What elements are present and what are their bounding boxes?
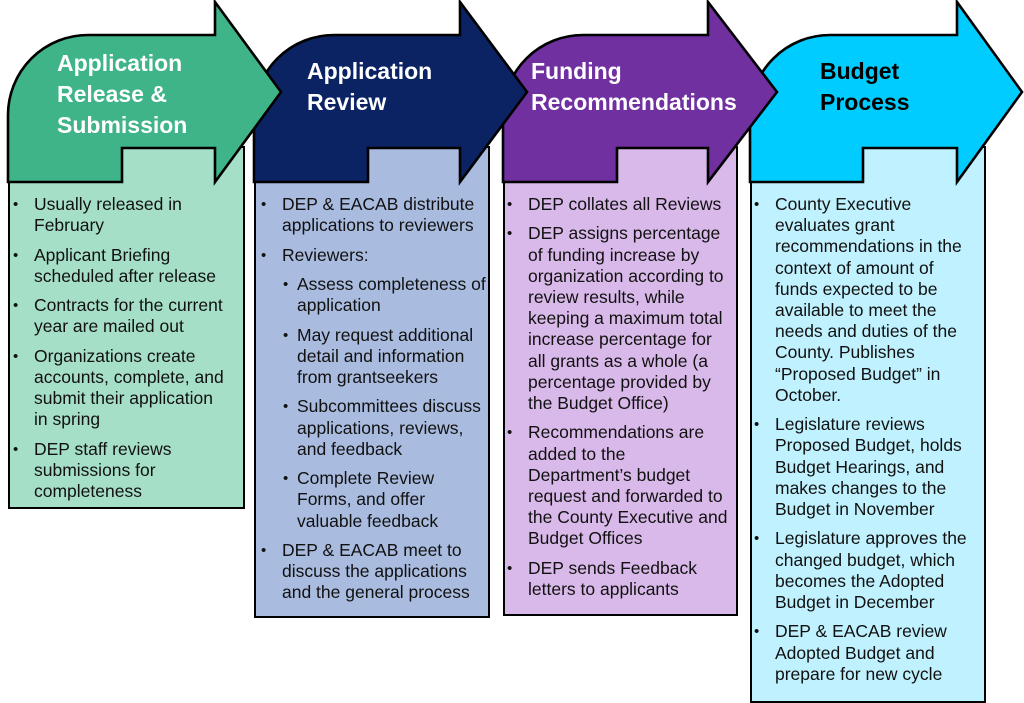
bullet-icon: •: [13, 347, 19, 365]
sub-list-item: • Assess completeness of application: [283, 273, 488, 316]
list-item: • DEP sends Feedback letters to applicant…: [507, 557, 730, 600]
bullet-icon: •: [754, 416, 760, 434]
list-item-text: May request additional detail and inform…: [297, 324, 474, 387]
list-item-text: Subcommittees discuss applications, revi…: [297, 396, 481, 459]
list-item-text: DEP & EACAB review Adopted Budget and pr…: [775, 621, 947, 684]
list-item: • Organizations create accounts, complete…: [13, 345, 228, 431]
list-item-text: DEP & EACAB meet to discuss the applicat…: [282, 539, 470, 603]
list-item-text: Applicant Briefing scheduled after relea…: [34, 244, 216, 286]
stage-bullet-list: • County Executive evaluates grant recomm…: [754, 194, 975, 693]
bullet-icon: •: [13, 196, 19, 213]
bullet-icon: •: [507, 559, 513, 577]
stage-title: Funding Recommendations: [531, 58, 737, 115]
stage-details-box: [254, 146, 490, 618]
list-item-text: DEP staff reviews submissions for comple…: [34, 438, 172, 502]
list-item: • Legislature approves the changed budget…: [754, 528, 975, 613]
bullet-icon: •: [507, 196, 513, 213]
list-item-text: DEP & EACAB distribute applications to r…: [282, 194, 475, 236]
bullet-icon: •: [283, 398, 289, 416]
stage-title: Budget Process: [820, 58, 910, 115]
bullet-icon: •: [754, 530, 760, 548]
list-item: • Reviewers: • Assess completeness of appli…: [261, 244, 486, 532]
bullet-icon: •: [283, 275, 289, 293]
bullet-icon: •: [507, 424, 513, 442]
bullet-icon: •: [754, 623, 760, 641]
bullet-icon: •: [283, 326, 289, 344]
list-item: • Recommendations are added to the Depart…: [507, 422, 730, 549]
list-item: • DEP & EACAB meet to discuss the applica…: [261, 539, 482, 604]
list-item: • Legislature reviews Proposed Budget, ho…: [754, 414, 975, 520]
bullet-icon: •: [261, 541, 267, 559]
sub-list-item: • May request additional detail and infor…: [283, 324, 488, 389]
list-item-text: DEP sends Feedback letters to applicants: [528, 557, 697, 600]
list-item: • DEP staff reviews submissions for compl…: [13, 438, 228, 503]
stage-details-box: [750, 146, 986, 703]
bullet-icon: •: [261, 196, 267, 213]
stage-details-box: [8, 146, 245, 509]
bullet-icon: •: [261, 246, 267, 264]
stage-title: Application Release & Submission: [57, 50, 188, 138]
bullet-icon: •: [754, 196, 760, 213]
bullet-icon: •: [13, 440, 19, 458]
list-item-text: DEP collates all Reviews: [528, 194, 722, 214]
list-item-text: Usually released in February: [34, 194, 182, 236]
list-item-text: Organizations create accounts, complete,…: [34, 345, 224, 430]
bullet-icon: •: [13, 246, 19, 264]
stage-bullet-list: • DEP & EACAB distribute applications to …: [261, 194, 486, 612]
list-item-text: Assess completeness of application: [297, 273, 486, 316]
list-item-text: Recommendations are added to the Departm…: [528, 422, 728, 549]
list-item-text: Contracts for the current year are maile…: [34, 295, 223, 337]
stage-bullet-list: • DEP collates all Reviews • DEP assigns pe…: [507, 194, 730, 608]
list-item-text: Legislature reviews Proposed Budget, hol…: [775, 414, 962, 520]
sub-list-item: • Subcommittees discuss applications, rev…: [283, 396, 488, 460]
list-item: • Applicant Briefing scheduled after rele…: [13, 244, 228, 287]
list-item: • DEP collates all Reviews: [507, 194, 730, 215]
list-item: • DEP assigns percentage of funding incre…: [507, 223, 730, 414]
stage-bullet-list: • Usually released in February • Applicant …: [13, 194, 228, 511]
bullet-icon: •: [283, 470, 289, 488]
list-item-text: DEP assigns percentage of funding increa…: [528, 223, 724, 414]
stage-title: Application Review: [307, 58, 433, 115]
list-item: • Contracts for the current year are mail…: [13, 295, 228, 337]
list-item-text: Legislature approves the changed budget,…: [775, 528, 967, 613]
bullet-icon: •: [507, 225, 513, 243]
list-item: • DEP & EACAB review Adopted Budget and p…: [754, 621, 975, 685]
list-item: • DEP & EACAB distribute applications to …: [261, 194, 482, 236]
sub-bullet-list: • Assess completeness of application • May …: [283, 273, 488, 532]
list-item: • County Executive evaluates grant recomm…: [754, 194, 975, 406]
list-item-text: County Executive evaluates grant recomme…: [775, 194, 962, 405]
bullet-icon: •: [13, 297, 19, 315]
sub-list-item: • Complete Review Forms, and offer valuab…: [283, 468, 488, 532]
list-item: • Usually released in February: [13, 194, 228, 236]
list-item-text: Reviewers:: [282, 244, 369, 265]
list-item-text: Complete Review Forms, and offer valuabl…: [297, 468, 439, 531]
stage-details-box: [503, 146, 738, 616]
